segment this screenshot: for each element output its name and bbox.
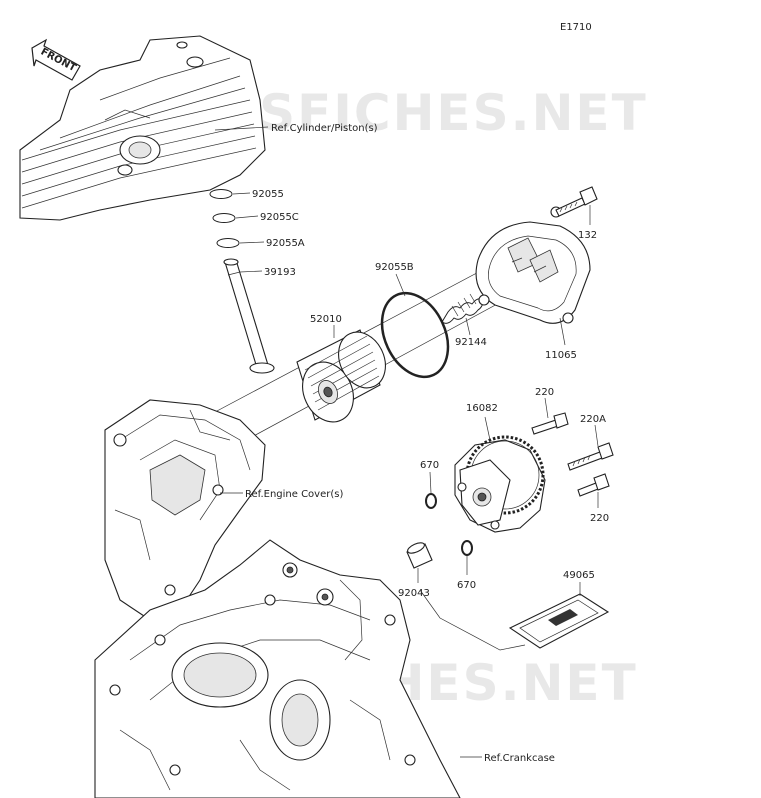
oil-filter-52010 bbox=[296, 329, 386, 423]
part-92055b-label: 92055B bbox=[375, 262, 414, 273]
part-52010-label: 52010 bbox=[310, 314, 342, 325]
part-92055c-label: 92055C bbox=[260, 212, 299, 223]
part-92144-label: 92144 bbox=[455, 337, 487, 348]
bolt-132 bbox=[555, 186, 598, 217]
part-92055a-label: 92055A bbox=[266, 238, 305, 249]
part-11065-label: 11065 bbox=[545, 350, 577, 361]
engine-cover-illustration bbox=[104, 399, 266, 621]
pipe-39193 bbox=[223, 258, 275, 374]
part-670-left-label: 670 bbox=[420, 460, 439, 471]
bolt-220-top bbox=[531, 412, 569, 435]
part-220-bottom-label: 220 bbox=[590, 513, 609, 524]
dowel-pin-92043 bbox=[406, 542, 433, 569]
part-39193-label: 39193 bbox=[264, 267, 296, 278]
oil-pump-16082 bbox=[454, 435, 546, 533]
ref-crankcase-label: Ref.Crankcase bbox=[484, 753, 555, 764]
diagram-code: E1710 bbox=[560, 22, 592, 33]
part-49065-label: 49065 bbox=[563, 570, 595, 581]
part-220-top-label: 220 bbox=[535, 387, 554, 398]
front-arrow-icon: FRONT bbox=[31, 38, 81, 81]
part-16082-label: 16082 bbox=[466, 403, 498, 414]
crankcase-illustration bbox=[94, 539, 461, 798]
oring-670-left bbox=[425, 493, 437, 509]
oring-670-bottom bbox=[461, 540, 473, 556]
spring-92144 bbox=[441, 293, 485, 324]
part-92055-label: 92055 bbox=[252, 189, 284, 200]
bolt-220-bottom bbox=[577, 473, 610, 497]
oring-92055 bbox=[209, 189, 233, 199]
ref-engine-cover-label: Ref.Engine Cover(s) bbox=[245, 489, 343, 500]
bolt-220a bbox=[567, 442, 614, 471]
oring-92055c bbox=[212, 213, 236, 223]
part-132-label: 132 bbox=[578, 230, 597, 241]
ref-cylinder-label: Ref.Cylinder/Piston(s) bbox=[271, 123, 378, 134]
filter-cover-11065 bbox=[475, 206, 591, 324]
part-670-bottom-label: 670 bbox=[457, 580, 476, 591]
oring-92055a bbox=[216, 238, 240, 248]
cylinder-illustration bbox=[19, 35, 266, 221]
part-92043-label: 92043 bbox=[398, 588, 430, 599]
part-220a-label: 220A bbox=[580, 414, 606, 425]
oil-screen-49065 bbox=[508, 593, 610, 649]
